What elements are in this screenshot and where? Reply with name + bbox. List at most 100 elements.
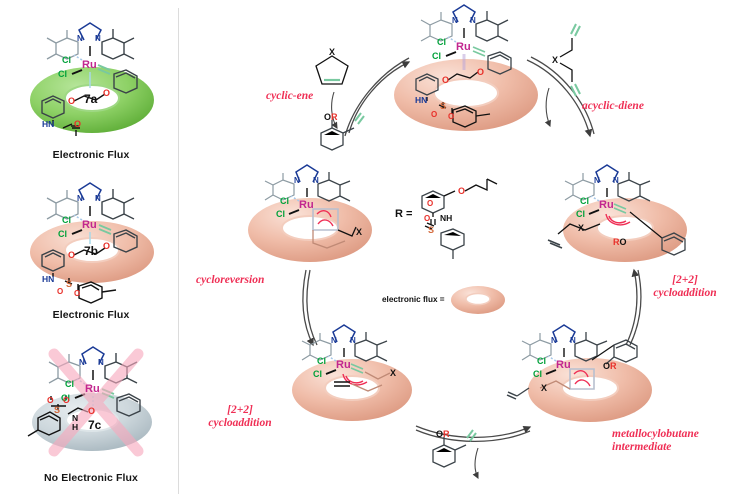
atom-label-cl: Cl [576,209,585,219]
atom-label-s: S [66,279,73,289]
atom-label-cl: Cl [313,369,322,379]
atom-label-cl: Cl [533,369,542,379]
atom-label-o: O [427,199,434,208]
compound-label-7b: 7b [84,244,99,258]
atom-label-o: O [74,119,82,129]
mesityl-left [46,30,79,60]
atom-label-cl: Cl [537,356,546,366]
label-cycloaddition-right: [2+2] cycloaddition [653,274,717,299]
atom-label-nh: NH [440,213,453,223]
arrow-cycloaddition-right [625,268,640,346]
node-left-metallacycle [248,164,372,262]
node-top-catalyst [394,4,538,131]
arrow-feed-styrene [472,447,479,479]
atom-label-o: O [74,289,81,298]
structure-7b-drawing [30,182,154,304]
atom-label-x: X [541,383,548,393]
acetamide-group [52,120,80,136]
left-panel-7a: N N Cl Cl Ru O O HN O 7a Electronic Flux [6,8,176,161]
atom-label-cl: Cl [437,37,446,47]
atom-label-ru: Ru [85,383,100,395]
atom-label-o: O [88,406,96,416]
reagent-cyclic-ene [315,55,349,85]
label-cycloreversion: cycloreversion [196,274,265,286]
atom-label-o: O [103,241,111,251]
atom-label-x: X [329,47,336,57]
atom-label-cl: Cl [580,196,589,206]
atom-label-o: O [431,110,438,119]
atom-label-o: O [68,96,76,106]
atom-label-o: O [68,250,76,260]
atom-label-n: N [294,176,300,185]
arrow-cyclic-ene-b [344,57,410,137]
atom-label-ru: Ru [456,41,471,53]
mesityl-left [46,190,79,220]
panel-caption-7c: No Electronic Flux [44,472,138,484]
atom-label-o: O [477,67,485,77]
atom-label-cl: Cl [58,69,67,79]
structure-7a: N N Cl Cl Ru O O HN O 7a [6,8,176,148]
arrow-cycloaddition-left [302,269,314,347]
atom-label-ru: Ru [336,359,351,371]
label-metallocyclobutane: metallocylobutane intermediate [612,428,699,453]
atom-label-cl: Cl [280,196,289,206]
atom-label-cl: Cl [65,379,74,389]
cycle-arrow-group [302,56,642,479]
atom-label-o-ether: O [458,186,466,196]
atom-label-n: N [95,194,101,203]
ru-bonds [71,46,111,88]
atom-label-cl: Cl [62,215,71,225]
arrow-metallocyclobutane-b [415,429,531,442]
panel-divider [178,8,179,494]
atom-label-o: O [57,287,64,296]
atom-label-ru: Ru [556,359,571,371]
ether-tether [73,247,106,256]
structure-7c-drawing [27,346,152,457]
label-acyclic-diene: acyclic-diene [582,100,644,112]
aniline-aryl [41,95,65,119]
atom-label-s: S [54,405,61,415]
panel-caption-7a: Electronic Flux [52,149,130,161]
atom-label-n: N [79,358,85,367]
atom-label-s: S [428,225,435,235]
atom-label-ru: Ru [599,199,614,211]
atom-label-cl: Cl [58,229,67,239]
arrow-acyclic-diene-b [530,56,595,135]
nhc-ring [81,346,105,365]
arrow-feed-acyclic-diene [544,87,551,128]
atom-label-o: O [424,214,431,223]
ether-tether [73,93,106,102]
nhc-ring [78,22,102,41]
atom-label-cl: Cl [61,393,70,403]
atom-label-n: N [594,176,600,185]
atom-label-hn: HN [42,119,55,129]
mesityl-right [101,189,135,220]
atom-label-hn: HN [415,95,428,105]
atom-label-or: OR [436,429,450,439]
atom-label-x: X [390,368,397,378]
no-flux-cross [48,348,144,457]
aniline-aryl [41,249,65,272]
atom-label-n: N [551,336,557,345]
atom-label-cl: Cl [62,55,71,65]
atom-label-n: N [570,336,576,345]
compound-label-7a: 7a [84,92,98,106]
atom-label-n: N [452,16,458,25]
reagent-acyclic-diene [559,23,581,97]
nhc-ring [78,182,102,201]
atom-label-n: N [98,358,104,367]
atom-label-cl: Cl [276,209,285,219]
atom-label-x: X [578,223,585,233]
atom-label-o: O [442,75,450,85]
atom-label-x: X [356,227,363,237]
atom-label-cl: Cl [317,356,326,366]
atom-label-or: OR [324,112,338,122]
benzylidene-aryl [113,229,138,253]
atom-label-n: N [77,194,83,203]
atom-label-cl: Cl [432,51,441,61]
structure-7b: N N Cl Cl Ru O O HN S O O 7b [6,180,176,308]
atom-label-n: N [350,336,356,345]
